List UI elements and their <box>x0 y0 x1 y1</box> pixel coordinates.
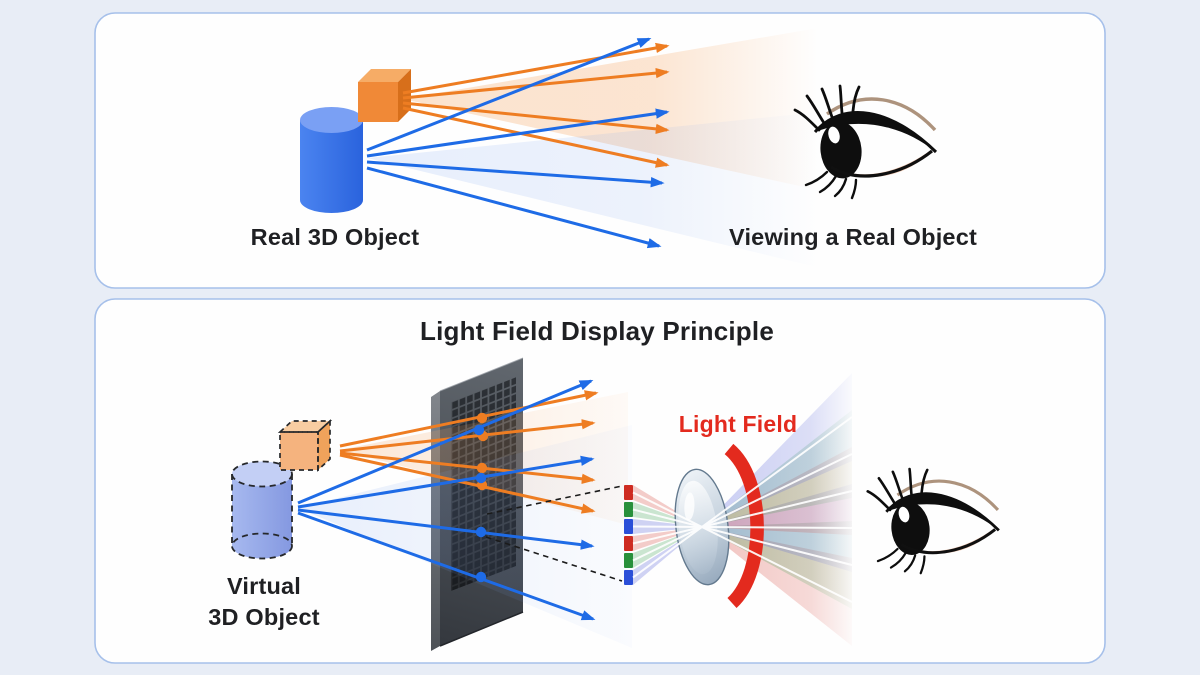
pixel-callout <box>485 485 623 582</box>
light-field-arc <box>724 443 764 608</box>
virtual-cube-object <box>277 419 333 472</box>
virtual-3d-object <box>231 419 333 560</box>
cylinder-object <box>300 107 363 214</box>
virtual-object-label-line2: 3D Object <box>208 604 320 630</box>
white-rays <box>632 416 853 603</box>
virtual-cylinder-object <box>231 460 293 560</box>
light-field-fans <box>633 373 852 646</box>
real-3d-object <box>300 69 411 214</box>
light-field-label: Light Field <box>678 411 798 437</box>
real-light-rays <box>366 37 670 249</box>
rgb-pixel-strip <box>624 485 633 585</box>
real-object-label: Real 3D Object <box>250 224 420 250</box>
ray-emission-dots <box>473 412 489 583</box>
virtual-object-label-line1: Virtual <box>226 573 302 599</box>
page-title: Light Field Display Principle <box>420 316 774 346</box>
real-light-glow <box>367 28 820 268</box>
display-light-rays <box>297 379 599 621</box>
virtual-light-glow <box>298 392 632 648</box>
viewing-caption: Viewing a Real Object <box>729 224 977 250</box>
virtual-object-label: Virtual 3D Object <box>208 571 320 633</box>
cube-object <box>358 69 411 122</box>
